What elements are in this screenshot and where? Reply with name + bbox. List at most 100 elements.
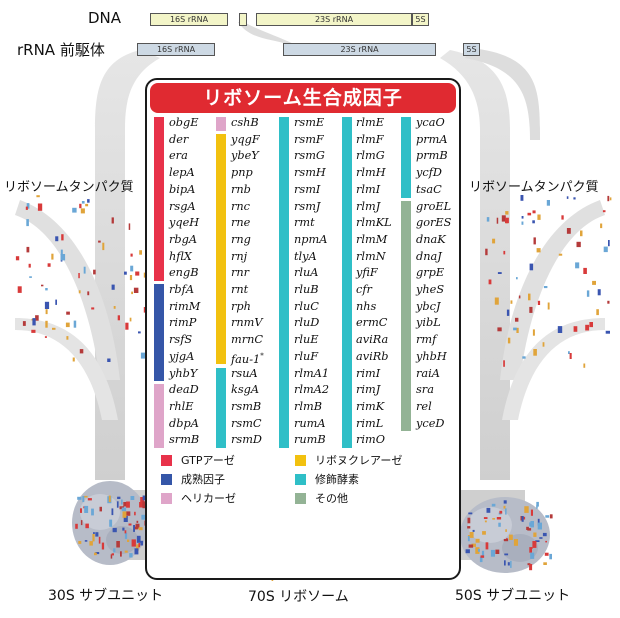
gene-text: rluE (294, 333, 319, 347)
protein-speckle (586, 290, 590, 297)
gene-text: groEL (416, 199, 452, 213)
protein-fan-right2 (502, 318, 605, 420)
gene-name: rhlE (169, 399, 194, 414)
protein-speckle (529, 547, 532, 553)
gene-name: pnp (231, 165, 253, 180)
protein-speckle (51, 253, 54, 260)
gene-name: rlmA1 (294, 366, 329, 381)
legend-item: 修飾酵素 (295, 471, 359, 487)
footnote-mark: * (260, 351, 264, 360)
protein-speckle (26, 203, 30, 209)
gene-text: rmf (416, 333, 437, 347)
gene-name: rnb (231, 182, 251, 197)
protein-speckle (592, 280, 596, 285)
protein-speckle (497, 272, 502, 274)
legend-label: 修飾酵素 (315, 473, 359, 486)
protein-speckle (505, 217, 509, 224)
protein-speckle (138, 543, 141, 548)
protein-speckle (136, 535, 141, 543)
protein-speckle (482, 531, 486, 535)
legend-label: GTPアーゼ (181, 454, 235, 467)
gene-text: rimK (356, 399, 385, 413)
protein-speckle (503, 505, 506, 509)
gene-name: rnmV (231, 315, 263, 330)
protein-speckle (130, 265, 134, 272)
protein-speckle (507, 337, 511, 344)
gene-text: rsmG (294, 149, 325, 163)
protein-speckle (546, 200, 550, 206)
gene-text: bipA (169, 182, 196, 196)
gene-text: rlmM (356, 232, 388, 246)
protein-speckle (123, 502, 127, 507)
gene-name: rsfS (169, 332, 192, 347)
protein-speckle (536, 501, 539, 507)
protein-speckle (583, 267, 587, 274)
protein-speckle (522, 356, 526, 359)
protein-speckle (596, 309, 599, 316)
category-bar (154, 284, 164, 382)
gene-text: rsmI (294, 182, 321, 196)
gene-text: rsgA (169, 199, 196, 213)
protein-speckle (539, 537, 543, 539)
gene-name: rsmJ (294, 199, 320, 214)
protein-speckle (22, 321, 26, 326)
gene-text: yhbH (416, 349, 447, 363)
gene-text: rumA (294, 416, 326, 430)
protein-speckle (478, 548, 480, 552)
gene-name: grpE (416, 265, 444, 280)
protein-speckle (537, 522, 542, 530)
gene-text: rsmB (231, 399, 262, 413)
gene-text: rmt (294, 216, 315, 230)
protein-speckle (524, 506, 529, 513)
protein-speckle (492, 518, 496, 520)
protein-speckle (535, 540, 540, 542)
gene-name: rel (416, 399, 432, 414)
gene-name: rlmG (356, 148, 385, 163)
protein-speckle (536, 505, 538, 509)
gene-name: rnc (231, 199, 250, 214)
legend-swatch (161, 473, 172, 485)
protein-speckle (55, 299, 57, 305)
gene-text: rnt (231, 283, 249, 296)
protein-speckle (85, 203, 89, 207)
protein-speckle (472, 529, 475, 532)
protein-speckle (52, 327, 56, 330)
protein-speckle (605, 330, 610, 334)
protein-speckle (503, 360, 505, 367)
protein-speckle (138, 527, 143, 531)
protein-speckle (507, 562, 510, 566)
gene-text: rluA (294, 266, 319, 280)
gene-name: ybcJ (416, 299, 440, 314)
gene-text: rluD (294, 316, 320, 330)
gene-name: rsmF (294, 132, 324, 147)
gene-text: rluB (294, 283, 319, 296)
protein-speckle (479, 556, 483, 563)
category-bar (279, 117, 289, 448)
protein-speckle (47, 263, 51, 267)
gene-text: rhlE (169, 399, 194, 413)
legend-swatch (161, 492, 172, 504)
protein-speckle (496, 217, 499, 224)
gene-name: prmB (416, 148, 448, 163)
protein-speckle (60, 249, 63, 257)
gene-text: rnc (231, 199, 251, 213)
protein-speckle (566, 228, 571, 234)
protein-speckle (557, 326, 563, 333)
gene-text: rsuA (231, 366, 258, 380)
protein-speckle (44, 336, 47, 338)
subunit-50s-label: 50S サブユニット (455, 588, 571, 604)
gene-name: rluD (294, 315, 319, 330)
protein-speckle (521, 216, 524, 219)
protein-speckle (142, 501, 146, 509)
protein-speckle (485, 542, 489, 550)
gene-text: yfiF (356, 266, 378, 280)
gene-text: dbpA (169, 416, 199, 430)
protein-speckle (126, 501, 130, 508)
protein-speckle (85, 523, 89, 529)
gene-text: rsmH (294, 166, 326, 180)
gene-name: rluB (294, 282, 319, 297)
gene-name: rimO (356, 432, 385, 447)
gene-name: rmt (294, 215, 315, 230)
protein-speckle (513, 327, 517, 331)
gene-name: engB (169, 265, 199, 280)
